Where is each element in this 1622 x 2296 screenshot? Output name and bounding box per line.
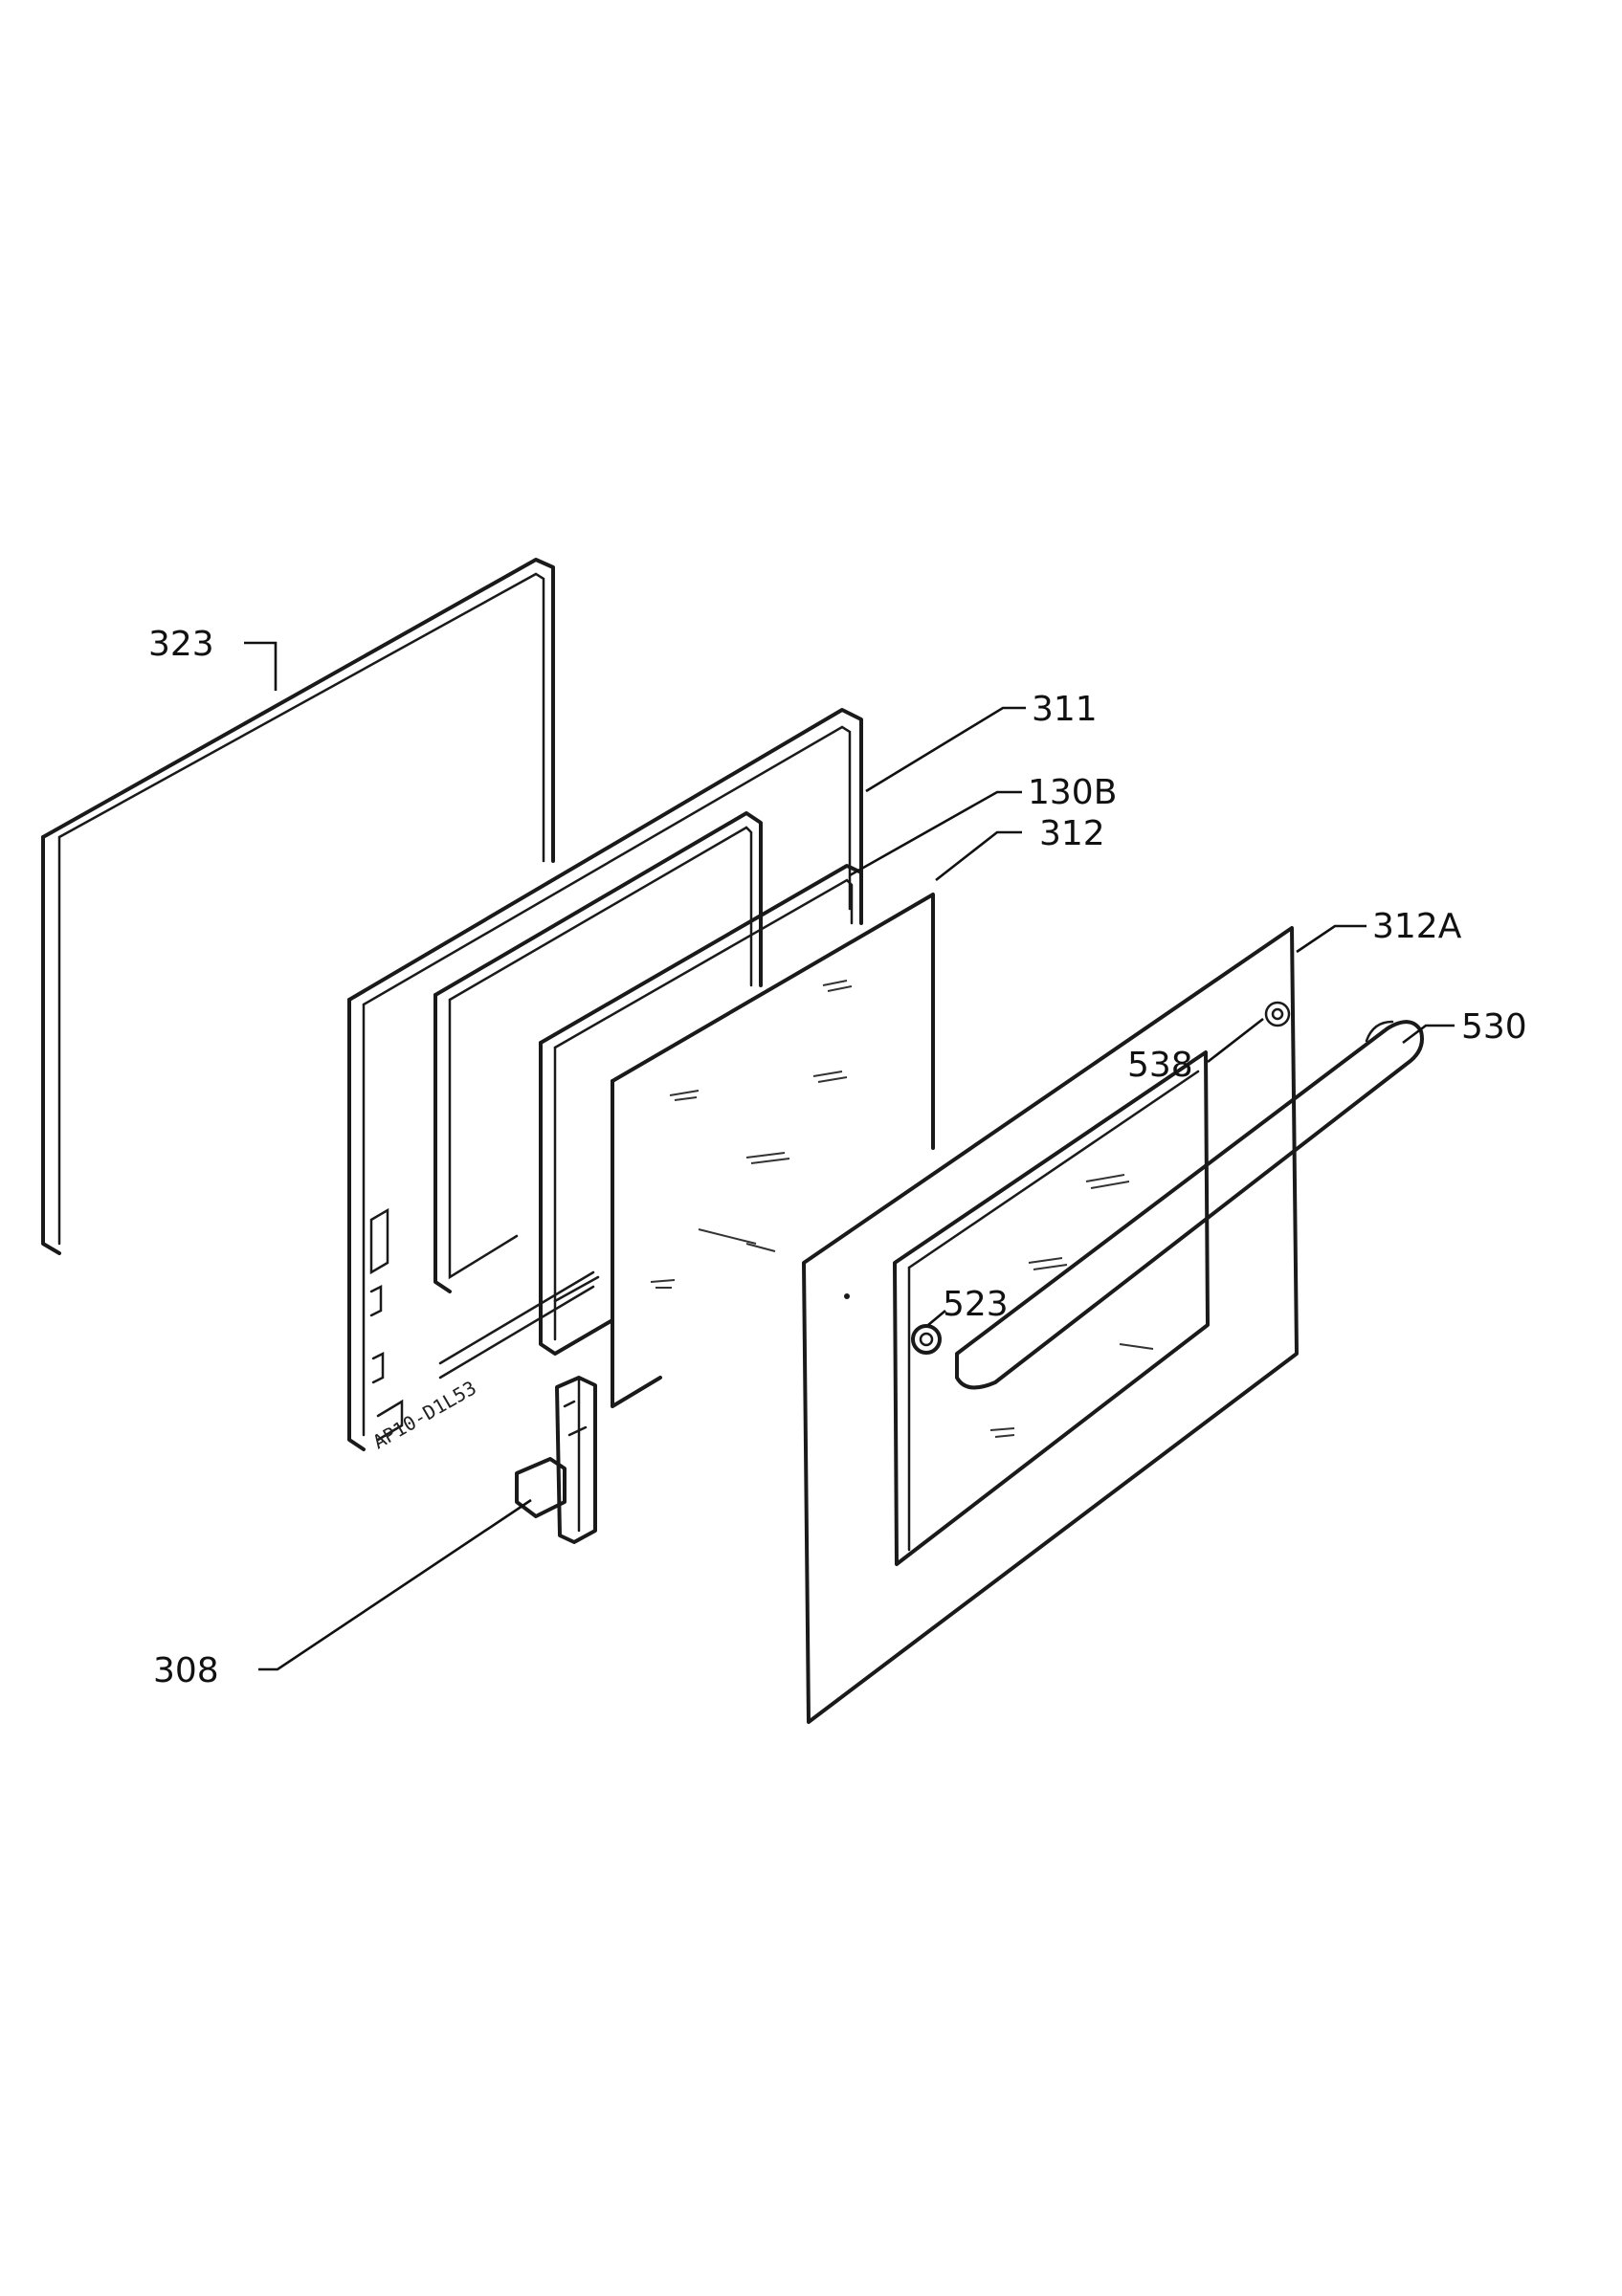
label-312: 312 xyxy=(1039,814,1105,853)
part-labels: 323 311 130B 312 312A 538 530 523 308 xyxy=(148,625,1527,1690)
label-323: 323 xyxy=(148,625,214,664)
part-538-screw xyxy=(1264,1001,1291,1027)
leader-lines xyxy=(244,641,1455,1671)
label-308: 308 xyxy=(153,1651,219,1690)
part-130B-glass-gasket xyxy=(539,864,863,1356)
part-311-inner-frame: AP10-D1L53 xyxy=(347,708,863,1453)
part-stamp: AP10-D1L53 xyxy=(369,1376,480,1453)
label-530: 530 xyxy=(1461,1007,1527,1047)
label-312A: 312A xyxy=(1372,907,1462,946)
part-308-hinge xyxy=(515,1376,597,1544)
part-530-handle xyxy=(955,1020,1424,1390)
part-312A-outer-panel xyxy=(802,926,1299,1724)
part-523-screw xyxy=(911,1324,942,1355)
part-323-door-seal xyxy=(41,558,555,1255)
label-523: 523 xyxy=(943,1285,1009,1324)
label-311: 311 xyxy=(1032,690,1098,729)
part-312-inner-glass xyxy=(611,893,935,1408)
label-130B: 130B xyxy=(1028,773,1117,812)
label-538: 538 xyxy=(1127,1046,1193,1085)
